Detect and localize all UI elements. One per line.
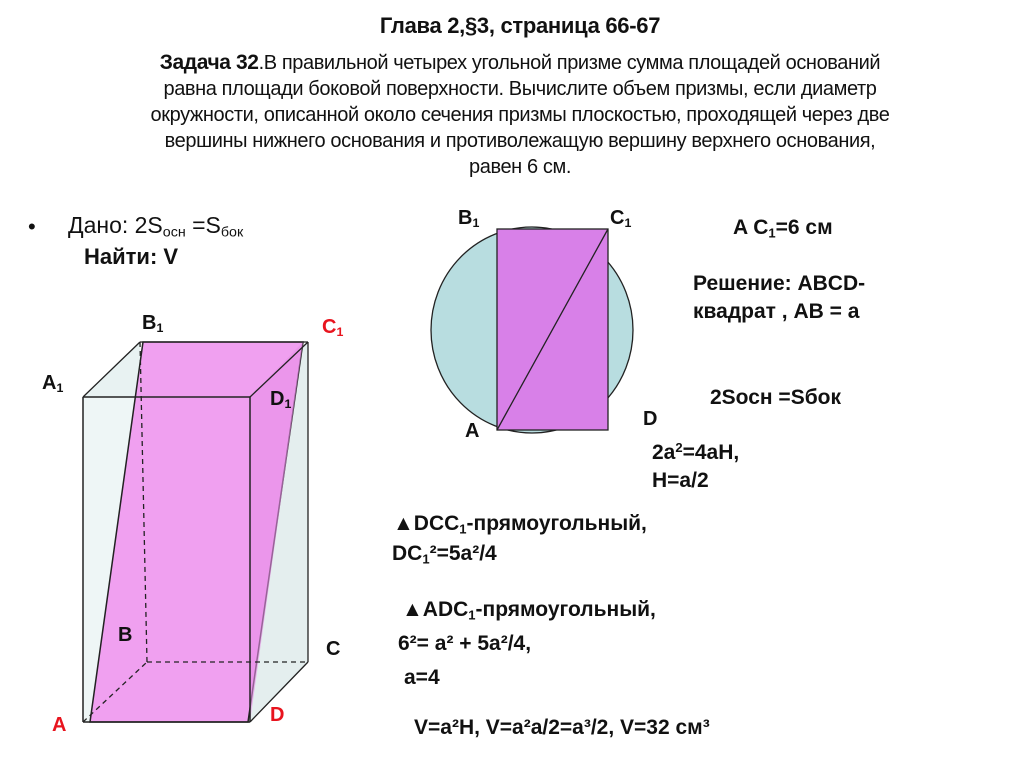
- edge-d1c1: [249, 341, 309, 398]
- given-statement: Дано: 2Sосн =Sбок: [68, 212, 243, 241]
- task-line-4: вершины нижнего основания и противолежащ…: [164, 130, 876, 152]
- circle-label-d: D: [643, 408, 658, 430]
- label-b: B: [118, 624, 133, 646]
- given-sub-osn: осн: [162, 224, 186, 241]
- circle-label-a: A: [465, 420, 480, 442]
- diagonal-ac1: [496, 228, 609, 431]
- solution-line-2: квадрат , AB = a: [693, 300, 860, 323]
- given-sub-bok: бок: [220, 224, 244, 241]
- given-mid: =S: [185, 212, 221, 238]
- section-shadow: [250, 342, 303, 722]
- equation-2: H=a/2: [652, 469, 709, 492]
- chapter-title: Глава 2,§3, страница 66-67: [379, 13, 661, 38]
- edge-dc: [249, 661, 309, 723]
- bullet-icon: •: [28, 214, 36, 239]
- triangle-dcc1-statement: ▲DCC1-прямоугольный,: [393, 512, 647, 537]
- label-b1: B1: [142, 312, 164, 336]
- dc1-equation: DC1²=5a²/4: [392, 542, 497, 567]
- ac1-given: A C1=6 см: [733, 216, 833, 241]
- given-prefix: Дано: 2S: [68, 212, 163, 238]
- equation-4: a=4: [404, 666, 440, 689]
- task-line-2: равна площади боковой поверхности. Вычис…: [163, 78, 877, 100]
- label-d: D: [270, 704, 285, 726]
- task-label: Задача 32: [159, 51, 259, 74]
- equation-1: 2a2=4aH,: [652, 440, 740, 465]
- find-statement: Найти: V: [84, 244, 179, 269]
- circle-label-c1: C1: [610, 207, 632, 231]
- label-c: C: [326, 638, 341, 660]
- label-a: A: [52, 714, 67, 736]
- hidden-edge-ab: [82, 661, 148, 723]
- label-a1: A1: [42, 372, 64, 396]
- task-statement: Задача 32.В правильной четырех угольной …: [60, 50, 980, 180]
- task-line-1: .В правильной четырех угольной призме су…: [258, 52, 881, 74]
- task-line-3: окружности, описанной около сечения приз…: [150, 104, 890, 126]
- label-d1: D1: [270, 388, 292, 412]
- circle-label-b1: B1: [458, 207, 480, 231]
- prism-diagram: [82, 341, 309, 723]
- circle-diagram: [430, 226, 634, 434]
- triangle-adc1-statement: ▲ADC1-прямоугольный,: [402, 598, 656, 623]
- area-relation: 2Sосн =Sбок: [710, 386, 842, 409]
- task-line-5: равен 6 см.: [469, 156, 571, 178]
- equation-3: 6²= a² + 5a²/4,: [398, 632, 532, 655]
- label-c1: C1: [322, 316, 344, 340]
- edge-a1b1: [82, 341, 141, 398]
- volume-result: V=a²H, V=a²a/2=a³/2, V=32 см³: [414, 716, 710, 739]
- header: Глава 2,§3, страница 66-67 Задача 32.В п…: [60, 10, 980, 180]
- solution-line-1: Решение: ABCD-: [693, 272, 866, 295]
